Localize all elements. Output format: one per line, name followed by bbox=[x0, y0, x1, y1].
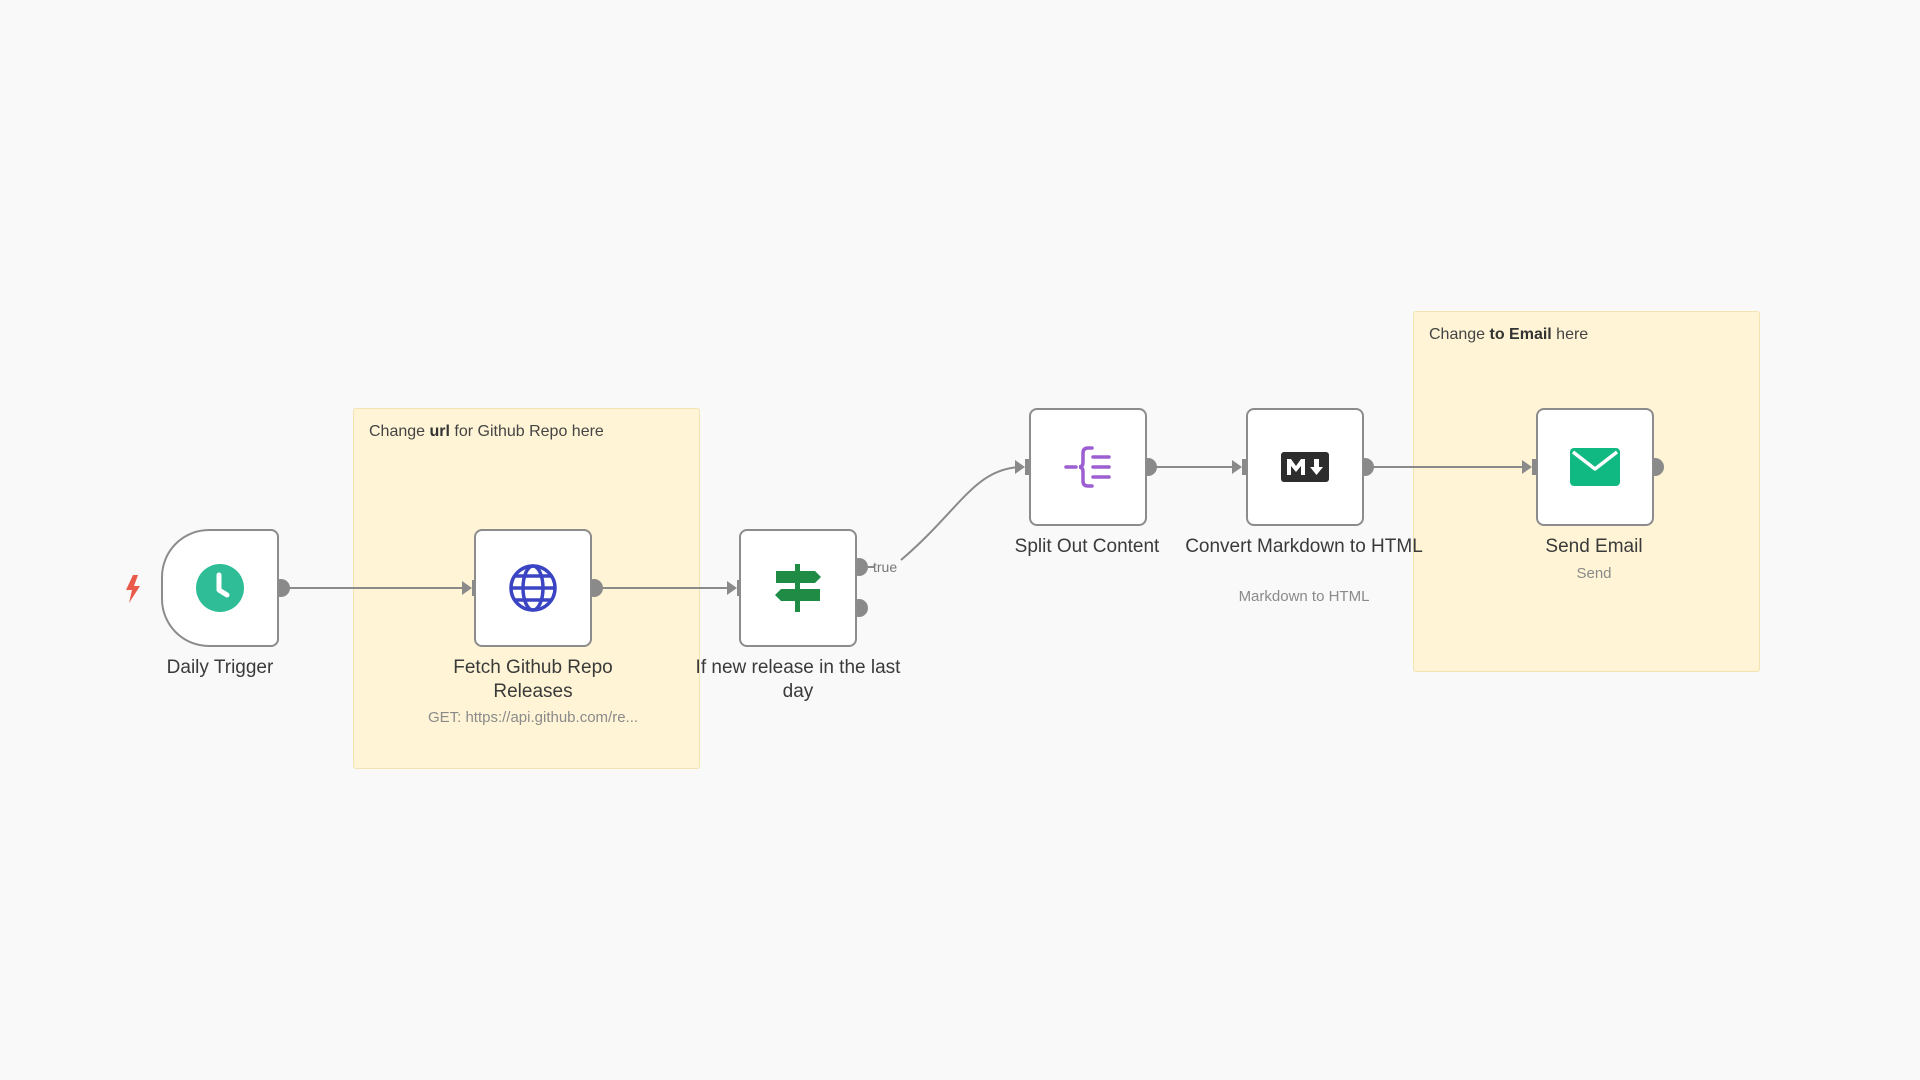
node-if-new-release[interactable] bbox=[739, 529, 857, 647]
node-subtitle: Markdown to HTML bbox=[1238, 588, 1370, 605]
input-handle bbox=[1532, 459, 1537, 475]
input-handle bbox=[1242, 459, 1247, 475]
envelope-icon bbox=[1570, 448, 1620, 486]
trigger-bolt-icon bbox=[126, 575, 140, 603]
node-send-email[interactable] bbox=[1536, 408, 1654, 526]
arrowhead bbox=[1232, 460, 1242, 474]
node-label: Split Out Content bbox=[1014, 536, 1160, 557]
node-subtitle: Send bbox=[1576, 565, 1612, 582]
connection-if-true-to-split bbox=[900, 466, 1024, 561]
node-label: Convert Markdown to HTML bbox=[1185, 536, 1423, 557]
sticky-note-text: Change to Email here bbox=[1429, 326, 1589, 343]
node-fetch-github-releases[interactable] bbox=[474, 529, 592, 647]
node-label: Send Email bbox=[1545, 536, 1643, 557]
arrowhead bbox=[727, 581, 737, 595]
input-handle bbox=[1025, 459, 1030, 475]
sticky-note-text: Change url for Github Repo here bbox=[369, 423, 604, 440]
node-subtitle: GET: https://api.github.com/re... bbox=[427, 709, 639, 726]
split-out-icon bbox=[1064, 445, 1112, 489]
arrowhead bbox=[1015, 460, 1025, 474]
signpost-icon bbox=[773, 563, 823, 613]
markdown-icon bbox=[1281, 452, 1329, 482]
true-branch-label: true bbox=[873, 559, 898, 575]
node-split-out-content[interactable] bbox=[1029, 408, 1147, 526]
arrowhead bbox=[1522, 460, 1532, 474]
globe-icon bbox=[508, 563, 558, 613]
arrowhead bbox=[462, 581, 472, 595]
node-label: Fetch Github Repo Releases bbox=[453, 657, 613, 702]
node-convert-markdown[interactable] bbox=[1246, 408, 1364, 526]
node-label: If new release in the last day bbox=[695, 657, 901, 702]
node-label: Daily Trigger bbox=[166, 657, 274, 678]
clock-icon bbox=[196, 564, 244, 612]
node-daily-trigger[interactable] bbox=[161, 529, 279, 647]
